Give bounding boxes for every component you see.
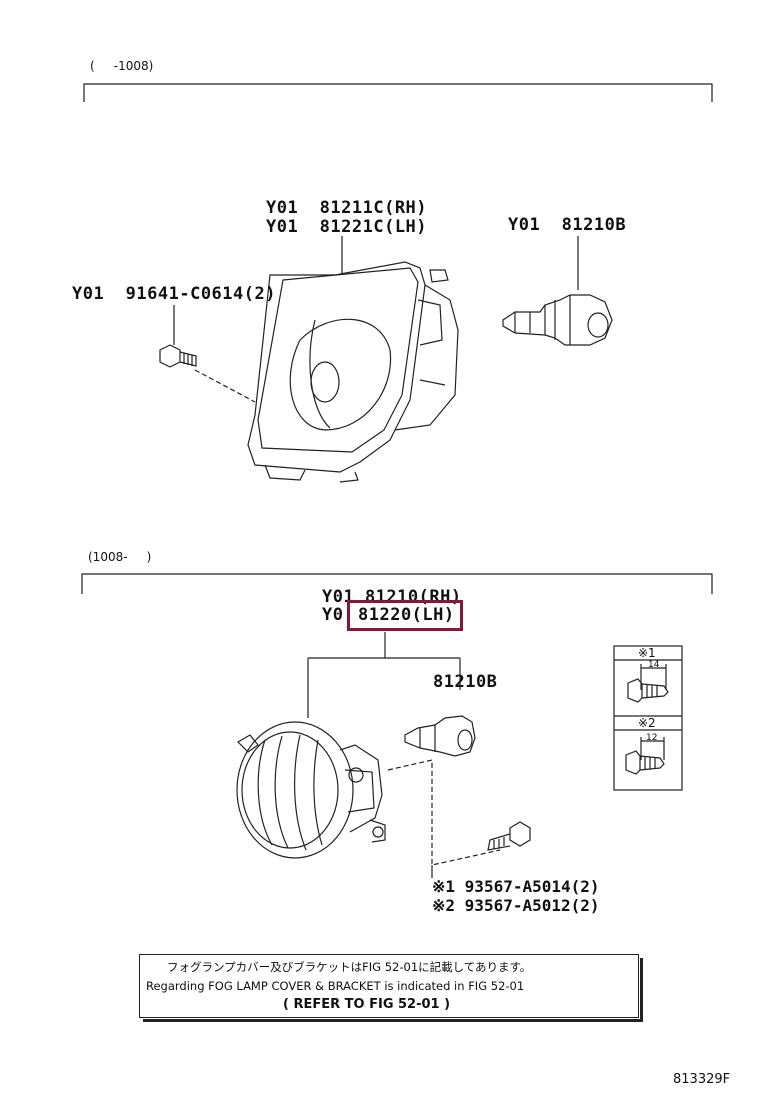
top-screw-dash	[194, 369, 256, 403]
bottom-screw-dash	[387, 759, 501, 866]
reference-note-box	[139, 954, 643, 1022]
top-section-bracket	[83, 83, 713, 102]
bottom-screw1-label[interactable]: ※1 93567-A5014(2)	[432, 877, 600, 896]
legend-item1-dimension: 14	[648, 660, 660, 670]
top-fog-lamp-drawing	[247, 261, 459, 483]
note-english: Regarding FOG LAMP COVER & BRACKET is in…	[146, 979, 525, 993]
bottom-bulb-label[interactable]: 81210B	[433, 672, 498, 692]
top-screw-label[interactable]: Y01 91641-C0614(2)	[72, 284, 276, 304]
top-lamp-rh-label[interactable]: Y01 81211C(RH)	[266, 198, 428, 218]
selected-part-highlight	[347, 600, 463, 631]
figure-number: 813329F	[673, 1072, 731, 1087]
bottom-section-bracket	[81, 573, 713, 594]
legend-item2-header: ※2	[638, 716, 656, 730]
bottom-lamp-lh-label[interactable]: 81220(LH)	[358, 605, 455, 625]
legend-item1-header: ※1	[638, 646, 656, 660]
top-bulb-drawing	[502, 294, 613, 346]
note-reference-link[interactable]: ( REFER TO FIG 52-01 )	[283, 997, 451, 1012]
bottom-section-period: (1008- )	[88, 550, 152, 564]
bottom-lamp-leader	[307, 632, 461, 718]
top-section-period: ( -1008)	[90, 59, 154, 73]
bottom-screw2-label[interactable]: ※2 93567-A5012(2)	[432, 896, 600, 915]
bottom-lamp-lh-prefix: Y0	[322, 605, 344, 625]
top-bulb-label[interactable]: Y01 81210B	[508, 215, 627, 235]
legend-box	[613, 645, 683, 791]
top-screw-drawing	[159, 344, 197, 368]
bottom-fog-lamp-drawing	[236, 721, 386, 859]
bottom-bulb-drawing	[404, 715, 476, 757]
legend-item2-dimension: 12	[646, 733, 658, 743]
note-japanese: フォグランプカバー及びブラケットはFIG 52-01に記載してあります。	[167, 960, 532, 974]
top-lamp-lh-label[interactable]: Y01 81221C(LH)	[266, 217, 428, 237]
bottom-screw-drawing	[487, 821, 531, 851]
